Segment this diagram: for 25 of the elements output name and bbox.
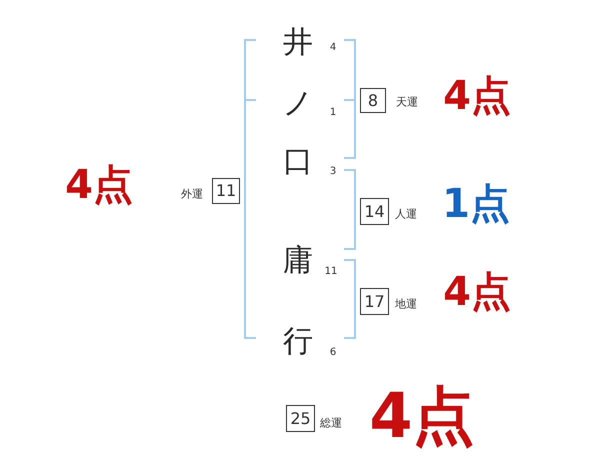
- score-text: 4点: [369, 385, 475, 447]
- name-character: 井: [283, 28, 313, 58]
- stroke-count: 11: [324, 267, 338, 277]
- name-character: 庸: [283, 246, 313, 276]
- name-character: 行: [283, 327, 313, 357]
- fortune-label: 人運: [395, 208, 417, 220]
- stroke-count: 1: [330, 108, 336, 118]
- score-text: 4点: [443, 76, 511, 116]
- number-box: 17: [360, 288, 389, 315]
- stroke-count: 4: [330, 43, 336, 53]
- number-box: 25: [286, 405, 315, 432]
- stroke-count: 3: [330, 167, 336, 177]
- score-text: 4点: [65, 165, 133, 205]
- fortune-label: 外運: [181, 188, 203, 200]
- number-box: 8: [360, 88, 386, 113]
- score-text: 1点: [442, 184, 510, 224]
- name-character: 口: [283, 147, 313, 177]
- fortune-label: 総運: [320, 418, 342, 428]
- name-character: ノ: [282, 89, 314, 119]
- stroke-count: 6: [330, 348, 336, 358]
- number-box: 11: [212, 178, 240, 204]
- fortune-label: 地運: [395, 298, 417, 310]
- number-box: 14: [360, 198, 389, 225]
- fortune-label: 天運: [396, 96, 418, 108]
- score-text: 4点: [443, 272, 511, 312]
